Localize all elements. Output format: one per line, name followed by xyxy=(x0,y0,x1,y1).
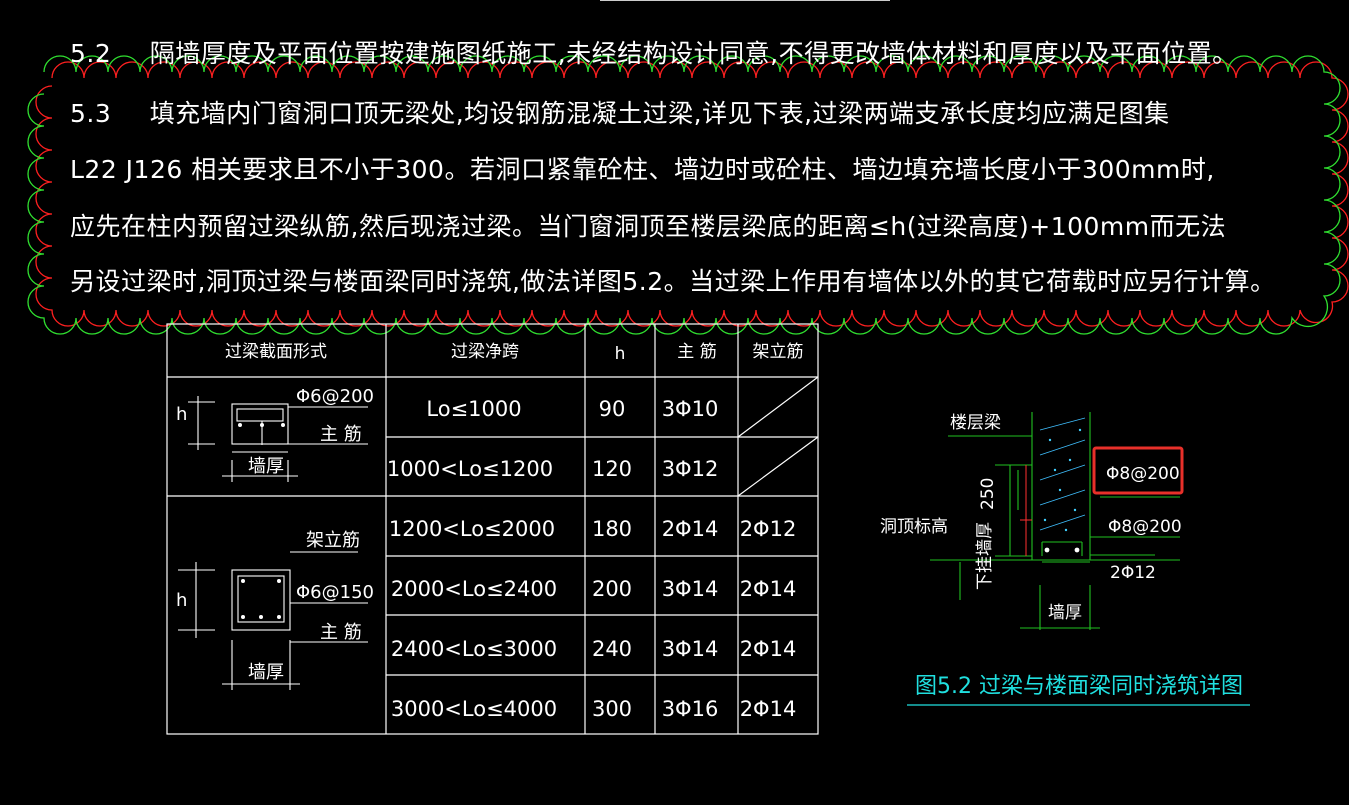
note-line-4: 应先在柱内预留过梁纵筋,然后现浇过梁。当门窗洞顶至楼层梁底的距离≤h(过梁高度)… xyxy=(70,212,1227,241)
row3-main: 2Φ14 xyxy=(662,517,719,541)
row4-main: 3Φ14 xyxy=(662,577,719,601)
row2-main: 3Φ12 xyxy=(662,457,719,481)
row4-erect: 2Φ14 xyxy=(740,577,797,601)
sec2-erect-label: 架立筋 xyxy=(306,530,360,551)
row5-h: 240 xyxy=(592,637,632,661)
sec1-stirrup: Φ6@200 xyxy=(296,386,374,407)
row2-h: 120 xyxy=(592,457,632,481)
section-sketch-1 xyxy=(188,396,368,482)
note-5-2-text: 隔墙厚度及平面位置按建施图纸施工,未经结构设计同意,不得更改墙体材料和厚度以及平… xyxy=(149,39,1238,68)
row1-h: 90 xyxy=(599,397,626,421)
sec1-wall-label: 墙厚 xyxy=(248,456,284,477)
note-5-3-text: 填充墙内门窗洞口顶无梁处,均设钢筋混凝土过梁,详见下表,过梁两端支承长度均应满足… xyxy=(149,99,1170,128)
row3-h: 180 xyxy=(592,517,632,541)
note-5-3-number: 5.3 xyxy=(70,99,112,128)
detail-floor-beam: 楼层梁 xyxy=(950,413,1001,433)
detail-dim-250: 250 xyxy=(978,478,998,510)
detail-wall-thickness: 墙厚 xyxy=(1048,603,1082,623)
row3-erect: 2Φ12 xyxy=(740,517,797,541)
header-span: 过梁净跨 xyxy=(451,342,519,362)
detail-stirrup-highlight: Φ8@200 xyxy=(1106,464,1180,484)
sec2-main-label: 主 筋 xyxy=(320,622,362,643)
row4-span: 2000<Lo≤2400 xyxy=(391,577,557,601)
row6-span: 3000<Lo≤4000 xyxy=(391,697,557,721)
detail-caption: 图5.2 过梁与楼面梁同时浇筑详图 xyxy=(915,674,1243,699)
highlight-box xyxy=(1092,446,1184,495)
header-section: 过梁截面形式 xyxy=(225,342,327,362)
sec1-main-label: 主 筋 xyxy=(320,424,362,445)
header-erect: 架立筋 xyxy=(753,342,804,362)
detail-bottom-bars: 2Φ12 xyxy=(1110,563,1156,583)
section-sketch-2 xyxy=(178,551,368,690)
note-line-5: 另设过梁时,洞顶过梁与楼面梁同时浇筑,做法详图5.2。当过梁上作用有墙体以外的其… xyxy=(70,267,1276,296)
row6-h: 300 xyxy=(592,697,632,721)
header-main: 主 筋 xyxy=(677,342,716,362)
revision-cloud xyxy=(27,55,1349,335)
detail-opening-elev: 洞顶标高 xyxy=(880,517,948,537)
row5-span: 2400<Lo≤3000 xyxy=(391,637,557,661)
detail-wall-down: 下挂墙厚 xyxy=(975,522,995,590)
row1-span: Lo≤1000 xyxy=(426,397,521,421)
row6-main: 3Φ16 xyxy=(662,697,719,721)
row5-erect: 2Φ14 xyxy=(740,637,797,661)
sec2-h-label: h xyxy=(176,590,187,611)
sec2-wall-label: 墙厚 xyxy=(248,662,284,683)
row6-erect: 2Φ14 xyxy=(740,697,797,721)
row4-h: 200 xyxy=(592,577,632,601)
note-line-3: L22 J126 相关要求且不小于300。若洞口紧靠砼柱、墙边时或砼柱、墙边填充… xyxy=(70,155,1215,184)
row1-main: 3Φ10 xyxy=(662,397,719,421)
note-5-3: 5.3 填充墙内门窗洞口顶无梁处,均设钢筋混凝土过梁,详见下表,过梁两端支承长度… xyxy=(70,94,1170,130)
revision-cloud-green xyxy=(27,55,1341,335)
sec2-stirrup: Φ6@150 xyxy=(296,582,374,603)
top-line xyxy=(600,0,890,1)
note-5-2: 5.2 隔墙厚度及平面位置按建施图纸施工,未经结构设计同意,不得更改墙体材料和厚… xyxy=(70,34,1238,70)
row5-main: 3Φ14 xyxy=(662,637,719,661)
header-h: h xyxy=(615,344,626,364)
row3-span: 1200<Lo≤2000 xyxy=(389,517,555,541)
detail-stirrup: Φ8@200 xyxy=(1108,517,1182,537)
row2-span: 1000<Lo≤1200 xyxy=(387,457,553,481)
sec1-h-label: h xyxy=(176,404,187,425)
note-5-2-number: 5.2 xyxy=(70,39,112,68)
